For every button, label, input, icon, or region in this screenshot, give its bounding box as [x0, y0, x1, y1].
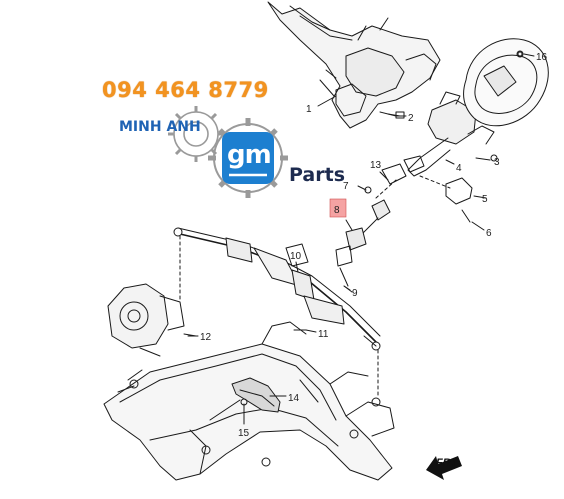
callout-16: 16 [536, 52, 548, 63]
callout-2: 2 [408, 113, 414, 124]
callout-13: 13 [370, 160, 382, 171]
subframe-drawing [103, 321, 395, 481]
callout-8-highlight [329, 198, 347, 218]
heat-shield-drawing [231, 377, 281, 413]
watermark-gear-large-icon [208, 118, 288, 198]
gm-logo-text: gm [227, 140, 272, 170]
callout-10: 10 [290, 251, 302, 262]
callout-15: 15 [238, 428, 250, 439]
callout-6: 6 [486, 228, 492, 239]
callout-9: 9 [352, 288, 358, 299]
frt-label: FRT [436, 457, 458, 469]
callout-7: 7 [343, 181, 349, 192]
callout-1: 1 [306, 104, 312, 115]
callout-11: 11 [318, 329, 329, 340]
gm-logo-tile [222, 132, 274, 184]
leader-lines [179, 175, 451, 399]
callout-14: 14 [288, 393, 300, 404]
callout-leaders [187, 53, 535, 425]
callout-3: 3 [494, 157, 500, 168]
parts-label: Parts [289, 164, 345, 186]
shop-name-watermark: MINH ANH [119, 119, 201, 135]
column-lower-drawing [381, 91, 498, 223]
phone-number-watermark: 094 464 8779 [102, 78, 269, 102]
callout-5: 5 [482, 194, 488, 205]
knuckle-drawing [107, 283, 185, 357]
front-direction-marker: FRT [426, 456, 462, 480]
callout-4: 4 [456, 163, 462, 174]
callout-labels: 1 2 3 4 5 6 7 8 9 10 11 12 13 14 15 16 [200, 52, 548, 439]
steering-gear-drawing [173, 227, 381, 351]
callout-8: 8 [334, 205, 340, 216]
intermediate-shaft-drawing [335, 199, 391, 287]
steering-wheel-drawing [463, 38, 549, 127]
steering-column-drawing [267, 1, 441, 129]
callout-12: 12 [200, 332, 212, 343]
